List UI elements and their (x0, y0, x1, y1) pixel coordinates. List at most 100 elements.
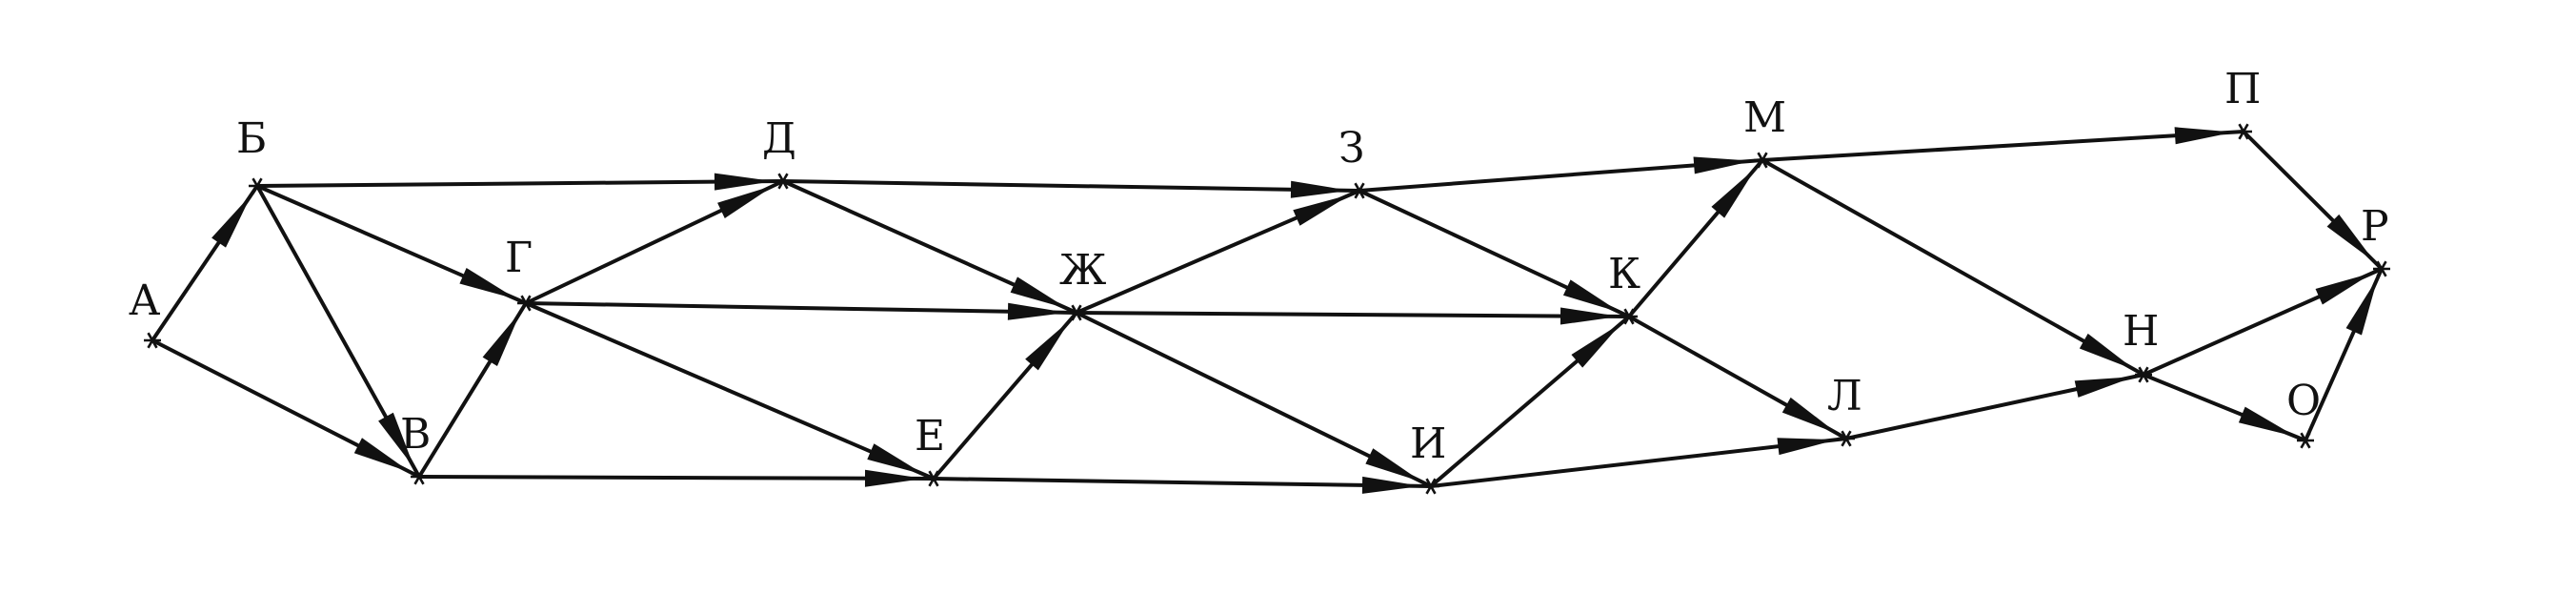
node-mark-l (1838, 430, 1855, 447)
arrow-head (353, 438, 412, 473)
edge-g-zh (525, 301, 1077, 320)
node-mark-r (2373, 260, 2390, 277)
edge-b-d (256, 173, 784, 191)
arrow-head (864, 469, 925, 487)
node-label-a: А (129, 276, 160, 325)
arrow-head (1562, 279, 1620, 313)
nodes-layer (144, 123, 2390, 495)
edge-m-n (1761, 158, 2144, 377)
arrow-head (2074, 377, 2135, 398)
edge-line (1430, 437, 1847, 488)
edge-line (1076, 311, 1630, 318)
arrow-head (867, 443, 925, 476)
node-label-p: П (2224, 65, 2261, 113)
node-label-n: Н (2123, 307, 2159, 356)
node-label-d: Д (762, 114, 796, 163)
arrow-head (1560, 307, 1620, 325)
edge-b-v (255, 185, 421, 478)
arrow-head (211, 194, 252, 248)
arrow-head (2326, 214, 2375, 262)
arrow-head (459, 267, 517, 300)
node-label-k: К (1608, 250, 1640, 298)
node-mark-e (925, 470, 942, 487)
arrow-head (1007, 302, 1068, 320)
arrow-head (1711, 167, 1757, 218)
arrow-head (717, 185, 775, 218)
edge-v-e (418, 469, 935, 487)
arrow-head (482, 311, 521, 367)
node-label-o: О (2286, 377, 2321, 425)
arrow-head (2345, 277, 2378, 336)
arrow-head (2079, 333, 2136, 371)
arrow-head (2315, 273, 2373, 305)
arrow-head (1293, 194, 1351, 226)
edge-z-m (1358, 156, 1763, 193)
edge-n-r (2143, 267, 2383, 377)
edge-line (525, 301, 935, 481)
edge-line (256, 179, 784, 188)
arrow-head (714, 173, 775, 191)
node-label-e: Е (915, 412, 945, 460)
arrow-head (378, 412, 415, 469)
edge-d-zh (782, 179, 1077, 315)
edge-e-zh (932, 311, 1078, 481)
node-mark-p (2235, 123, 2252, 140)
edge-e-i (933, 476, 1432, 494)
arrow-head (1777, 438, 1838, 456)
edge-g-d (525, 179, 784, 305)
edge-line (1761, 130, 2244, 162)
node-mark-a (144, 332, 161, 349)
arrow-head (1010, 276, 1068, 309)
edge-g-e (525, 301, 935, 481)
arrow-head (2238, 406, 2297, 438)
edge-zh-i (1076, 311, 1432, 488)
edge-n-o (2143, 373, 2306, 442)
node-label-b: Б (236, 114, 267, 163)
edge-z-k (1358, 189, 1630, 318)
node-mark-z (1351, 182, 1368, 199)
edge-line (933, 477, 1432, 488)
edge-d-z (782, 179, 1360, 198)
arrow-head (1290, 180, 1351, 198)
edge-line (525, 301, 1077, 315)
edge-a-v (151, 338, 420, 479)
edge-line (418, 475, 935, 481)
arrow-head (1693, 156, 1754, 174)
edge-zh-z (1076, 189, 1360, 315)
node-mark-m (1754, 152, 1771, 169)
edge-a-b (151, 184, 259, 342)
arrow-head (1365, 448, 1423, 482)
edge-i-k (1429, 315, 1631, 488)
edge-o-r (2304, 268, 2384, 441)
edge-l-n (1845, 373, 2144, 440)
edge-line (1761, 158, 2144, 377)
node-label-g: Г (505, 234, 533, 282)
edge-v-g (417, 301, 528, 479)
node-label-r: Р (2361, 202, 2389, 251)
node-label-m: М (1743, 93, 1786, 142)
edges-layer (151, 127, 2384, 494)
node-mark-g (517, 295, 534, 312)
node-mark-v (411, 468, 428, 485)
node-mark-zh (1068, 304, 1085, 321)
edge-i-l (1430, 437, 1847, 488)
node-mark-b (249, 177, 266, 194)
node-label-v: В (400, 410, 431, 459)
arrow-head (1781, 397, 1839, 435)
arrow-head (1361, 476, 1422, 494)
node-label-l: Л (1827, 372, 1862, 420)
node-mark-i (1422, 478, 1439, 495)
node-mark-d (775, 173, 792, 190)
edge-line (782, 179, 1360, 193)
edge-k-m (1627, 158, 1764, 318)
edge-zh-k (1076, 307, 1630, 325)
node-label-zh: Ж (1059, 246, 1106, 295)
arrow-head (1025, 319, 1071, 371)
edge-m-p (1761, 127, 2244, 162)
arrow-head (2174, 127, 2235, 145)
edge-k-l (1628, 315, 1847, 440)
node-label-z: З (1338, 124, 1364, 173)
node-mark-k (1620, 308, 1638, 325)
